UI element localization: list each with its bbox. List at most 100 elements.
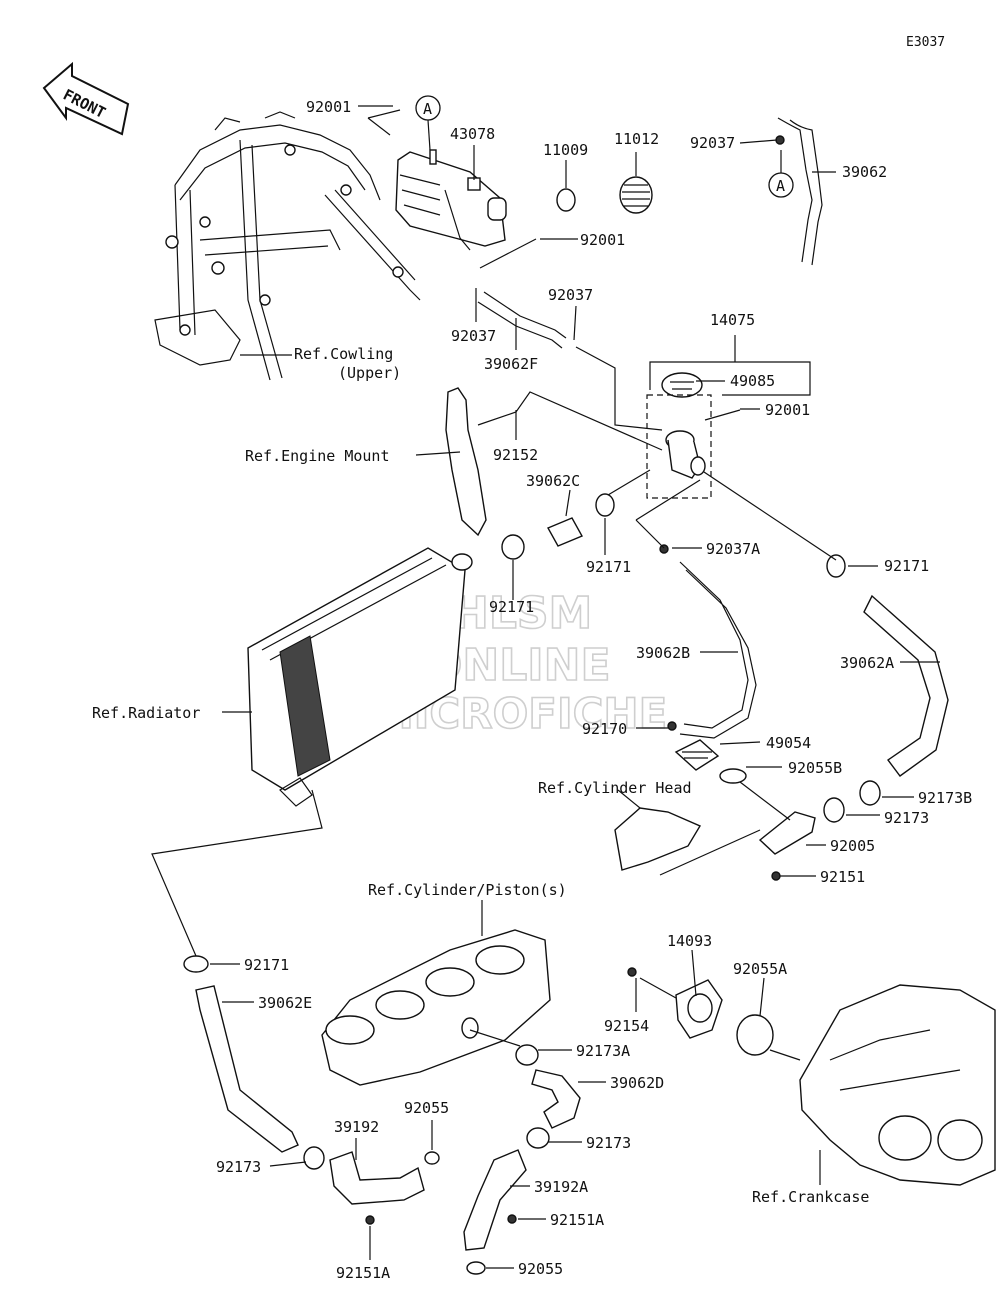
marker-a-top: A [415,95,441,151]
front-arrow-icon: FRONT [42,61,130,136]
ref-cowling-upper: (Upper) [338,364,401,382]
label-92173-b: 92173 [216,1158,261,1176]
label-92005: 92005 [830,837,875,855]
label-39062: 39062 [842,163,887,181]
cap-11012 [619,176,653,214]
bolt-92151A-b [507,1214,517,1224]
hose-39062B-drawing [679,561,757,739]
watermark: HLSM ONLINE MICROFICHE [371,587,668,739]
label-92055-b: 92055 [518,1260,563,1278]
label-92173A: 92173A [576,1042,630,1060]
label-92001-mid: 92001 [580,231,625,249]
label-92037-right: 92037 [548,286,593,304]
label-92055-a: 92055 [404,1099,449,1117]
clamp-92171-b [501,534,525,560]
engine-mount-drawing [445,387,487,537]
label-11012: 11012 [614,130,659,148]
label-92001-top: 92001 [306,98,351,116]
watermark-line-1: HLSM [452,588,592,639]
clamp-92037A [659,544,669,554]
leader-lines [151,105,940,1269]
bolt-92154 [627,967,637,977]
label-43078: 43078 [450,125,495,143]
clamp-92171-d [183,955,209,973]
hose-39062F-drawing [477,291,567,349]
label-92171-a: 92171 [586,558,631,576]
clamp-92173-c [526,1127,550,1149]
o-ring-92055A [736,1014,774,1056]
clamp-92173-b [303,1146,325,1170]
label-11009: 11009 [543,141,588,159]
svg-text:A: A [776,177,785,195]
part-labels: 92001 43078 11009 11012 92037 39062 9200… [216,98,972,1282]
bolt-92151 [771,871,781,881]
label-49054: 49054 [766,734,811,752]
label-39062E: 39062E [258,994,312,1012]
label-92171-c: 92171 [884,557,929,575]
label-39192A: 39192A [534,1178,588,1196]
label-14075: 14075 [710,311,755,329]
label-92173B: 92173B [918,789,972,807]
label-39062C: 39062C [526,472,580,490]
hose-39062D-drawing [531,1069,581,1129]
label-39062B: 39062B [636,644,690,662]
pipe-39192-drawing [329,1151,425,1205]
label-92171-d: 92171 [244,956,289,974]
clamp-92173-a [823,797,845,823]
label-39192: 39192 [334,1118,379,1136]
clamp-92171-c [826,554,846,578]
cylinder-head-drawing [614,807,702,871]
reserve-tank-drawing [395,149,507,251]
label-92151: 92151 [820,868,865,886]
clamp-92171-a [595,493,615,517]
label-39062D: 39062D [610,1074,664,1092]
label-14093: 14093 [667,932,712,950]
label-92173-a: 92173 [884,809,929,827]
filler-neck-drawing [646,372,712,499]
o-ring-92055-a [424,1151,440,1165]
label-92151A-a: 92151A [336,1264,390,1282]
ref-crankcase: Ref.Crankcase [752,1188,869,1206]
hose-39062A-drawing [863,594,949,777]
label-39062F: 39062F [484,355,538,373]
water-pump-drawing [675,979,723,1039]
label-92173-c: 92173 [586,1134,631,1152]
svg-text:A: A [423,100,432,118]
clamp-92037-top [775,135,785,145]
label-92001-low: 92001 [765,401,810,419]
cylinder-block-drawing [321,929,551,1086]
label-92055A: 92055A [733,960,787,978]
hose-39062C-drawing [547,517,583,547]
ref-engine-mount: Ref.Engine Mount [245,447,390,465]
label-92037A: 92037A [706,540,760,558]
cover-92005-drawing [758,811,816,855]
ref-radiator: Ref.Radiator [92,704,200,722]
clamp-92170 [667,721,677,731]
label-49085: 49085 [730,372,775,390]
label-92151A-b: 92151A [550,1211,604,1229]
label-92171-b: 92171 [489,598,534,616]
reference-labels: Ref.Cowling (Upper) Ref.Engine Mount Ref… [92,345,869,1206]
bolt-92151A-a [365,1215,375,1225]
label-39062A: 39062A [840,654,894,672]
label-92037-left: 92037 [451,327,496,345]
hose-39062E-drawing [195,985,299,1153]
clamp-92173B [859,780,881,806]
label-92170: 92170 [582,720,627,738]
crankcase-drawing [799,984,996,1186]
gasket-11009 [556,188,576,212]
pipe-39192A-drawing [463,1149,527,1251]
diagram-code: E3037 [906,35,945,50]
thermostat-drawing [674,739,720,771]
radiator-drawing [247,547,473,807]
ref-cylinder-head: Ref.Cylinder Head [538,779,692,797]
frame-bracket-drawing [154,111,421,381]
ref-cylinder-piston: Ref.Cylinder/Piston(s) [368,881,567,899]
clamp-92173A [515,1044,539,1066]
o-ring-92055-b [466,1261,486,1275]
ref-cowling: Ref.Cowling [294,345,393,363]
o-ring-92055B [719,768,747,784]
label-92152: 92152 [493,446,538,464]
label-92154: 92154 [604,1017,649,1035]
